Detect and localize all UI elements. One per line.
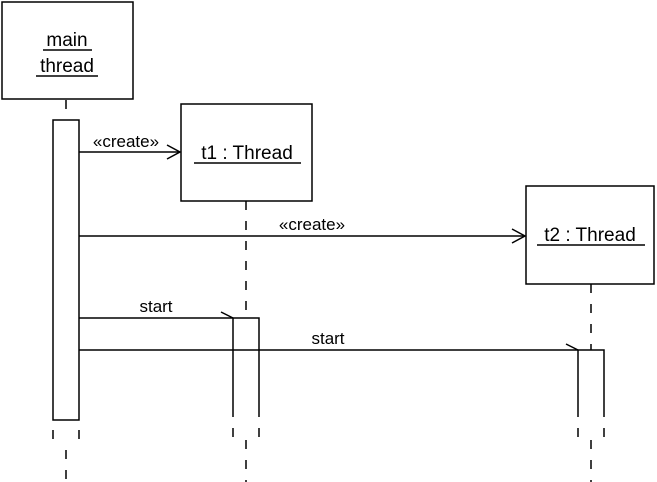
start-t1-label: start bbox=[139, 297, 172, 316]
create-t2-message: «create» bbox=[79, 215, 527, 244]
t2-thread-object: t2 : Thread bbox=[525, 185, 655, 285]
create-t1-arrowhead bbox=[166, 144, 182, 160]
main-thread-activation bbox=[52, 119, 80, 421]
t1-thread-object: t1 : Thread bbox=[180, 103, 313, 202]
create-t1-message: «create» bbox=[79, 132, 182, 160]
start-t1-half-arrowhead bbox=[220, 311, 234, 319]
t2-thread-box bbox=[525, 185, 655, 285]
start-t2-message: start bbox=[79, 329, 579, 351]
t2-thread-label: t2 : Thread bbox=[544, 225, 636, 246]
start-t2-label: start bbox=[311, 329, 344, 348]
main-thread-label-line1: main bbox=[46, 30, 87, 51]
start-t1-message: start bbox=[79, 297, 234, 319]
t1-thread-box bbox=[180, 103, 313, 202]
start-t2-half-arrowhead bbox=[565, 343, 579, 351]
create-t2-label: «create» bbox=[279, 215, 345, 234]
create-t1-label: «create» bbox=[93, 132, 159, 151]
main-thread-label-line2: thread bbox=[40, 56, 94, 77]
t1-activation bbox=[232, 317, 260, 408]
main-thread-object: main thread bbox=[1, 1, 134, 100]
t1-thread-label: t1 : Thread bbox=[201, 143, 293, 164]
create-t2-arrowhead bbox=[511, 228, 527, 244]
t2-activation bbox=[577, 349, 605, 408]
